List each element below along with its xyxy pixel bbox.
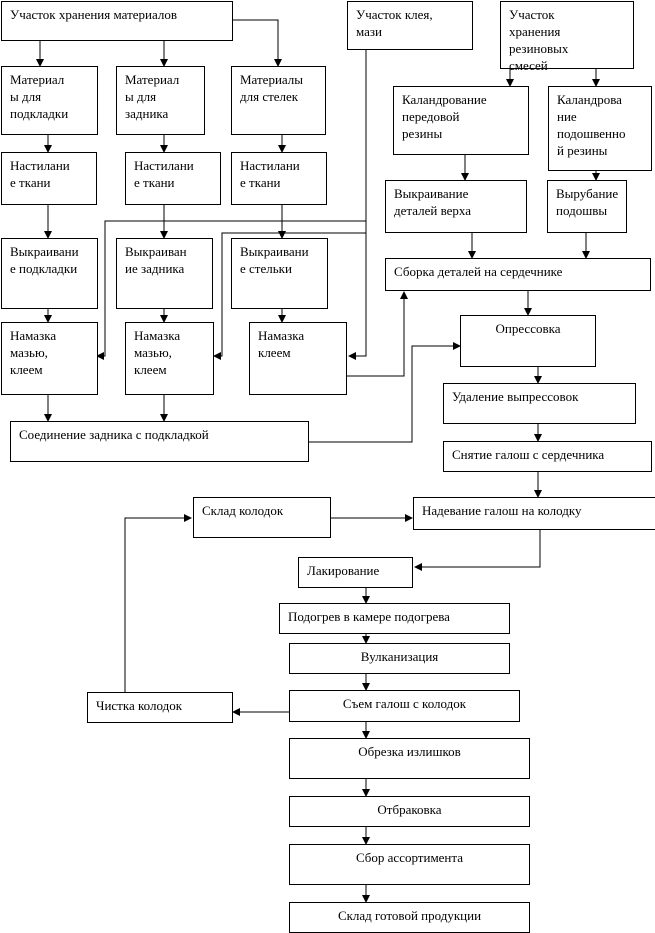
preheat-node: Подогрев в камере подогрева bbox=[279, 603, 510, 634]
calender-upper-node: Каландрование передовой резины bbox=[393, 86, 529, 155]
remove-flash-node: Удаление выпрессовок bbox=[443, 383, 636, 424]
coating-2-node: Намазка мазью, клеем bbox=[125, 322, 214, 395]
edge-coatglue-assembly bbox=[346, 291, 408, 377]
coating-1-node: Намазка мазью, клеем bbox=[1, 322, 98, 395]
spreading-1-node: Настилани е ткани bbox=[1, 152, 97, 205]
spreading-2-node: Настилани е ткани bbox=[125, 152, 221, 205]
rubber-storage-node: Участок хранения резиновых смесей bbox=[500, 1, 634, 73]
cut-insole-node: Выкраивани е стельки bbox=[231, 238, 328, 309]
cut-heel-node: Выкраиван ие задника bbox=[116, 238, 213, 309]
heel-materials-node: Материал ы для задника bbox=[116, 66, 205, 135]
pressing-node: Опрессовка bbox=[460, 315, 596, 367]
assortment-node: Сбор ассортимента bbox=[289, 844, 530, 885]
calender-sole-node: Каландрова ние подошвенно й резины bbox=[548, 86, 652, 171]
trim-excess-node: Обрезка излишков bbox=[289, 738, 530, 779]
remove-from-last-node: Съем галош с колодок bbox=[289, 690, 520, 722]
edge-glue-to-coat-1 bbox=[96, 220, 366, 360]
cut-lining-node: Выкраивани е подкладки bbox=[1, 238, 98, 309]
put-on-last-node: Надевание галош на колодку bbox=[413, 497, 655, 530]
remove-from-core-node: Снятие галош с сердечника bbox=[443, 441, 652, 472]
coating-glue-node: Намазка клеем bbox=[249, 322, 347, 395]
spreading-3-node: Настилани е ткани bbox=[231, 152, 327, 205]
last-storage-node: Склад колодок bbox=[193, 497, 331, 538]
cut-sole-node: Вырубание подошвы bbox=[547, 180, 627, 233]
storage-materials-node: Участок хранения материалов bbox=[1, 1, 233, 41]
edge-cleaning-laststore bbox=[124, 514, 192, 692]
glue-area-node: Участок клея, мази bbox=[347, 1, 473, 50]
join-heel-lining-node: Соединение задника с подкладкой bbox=[10, 421, 309, 462]
lacquering-node: Лакирование bbox=[298, 557, 413, 588]
lining-materials-node: Материал ы для подкладки bbox=[1, 66, 98, 135]
insole-materials-node: Материалы для стелек bbox=[231, 66, 326, 135]
assembly-core-node: Сборка деталей на сердечнике bbox=[385, 258, 651, 291]
cut-upper-node: Выкраивание деталей верха bbox=[385, 180, 527, 233]
vulcanization-node: Вулканизация bbox=[289, 643, 510, 674]
edge-glue-to-coat-2 bbox=[213, 232, 366, 360]
edge-storage-insole bbox=[232, 19, 282, 67]
edge-glue-trunk bbox=[348, 50, 367, 360]
edge-join-pressing bbox=[309, 342, 461, 443]
edge-puton-lacquer bbox=[414, 529, 541, 571]
rejection-node: Отбраковка bbox=[289, 796, 530, 827]
finished-storage-node: Склад готовой продукции bbox=[289, 902, 530, 933]
last-cleaning-node: Чистка колодок bbox=[87, 692, 233, 723]
